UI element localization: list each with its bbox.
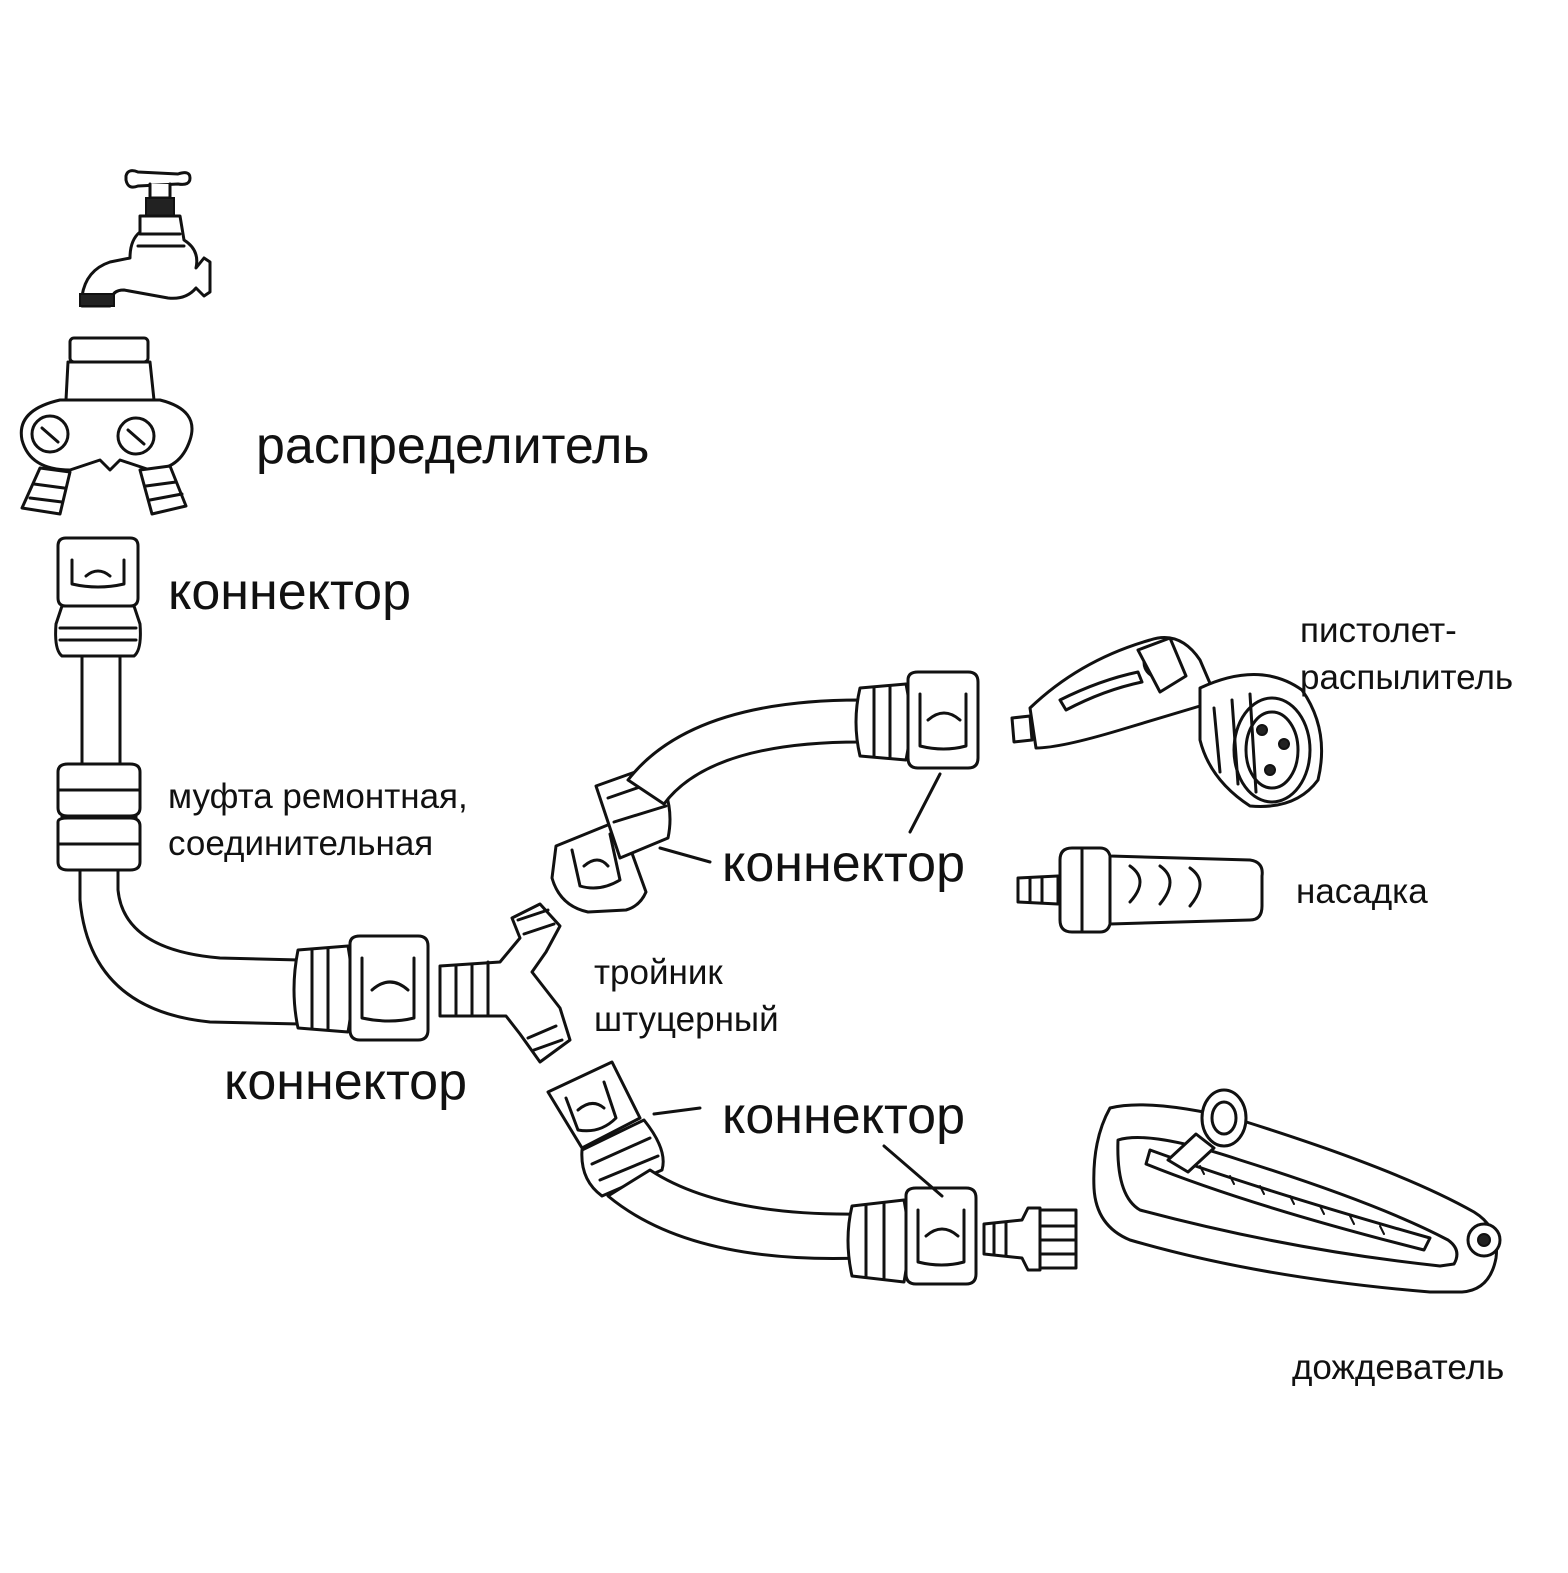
label-nozzle: насадка — [1296, 872, 1428, 911]
faucet-icon — [79, 169, 212, 308]
hose-connector-icon — [854, 670, 980, 770]
spray-gun-icon — [1010, 636, 1324, 808]
label-connector-upper-branch: коннектор — [722, 835, 966, 893]
tee-fitting-icon — [438, 902, 572, 1064]
label-connector-top: коннектор — [168, 563, 412, 621]
y-splitter-icon — [19, 336, 194, 516]
hose-segment — [78, 868, 302, 1026]
hose-connector-icon — [546, 1060, 665, 1198]
leader-line — [658, 846, 712, 864]
coupling-icon — [56, 762, 142, 872]
label-sprinkler: дождеватель — [1292, 1348, 1505, 1387]
label-distributor: распределитель — [256, 417, 650, 475]
label-spray-gun: пистолет- распылитель — [1300, 611, 1514, 697]
hose-connector-icon — [292, 934, 430, 1042]
label-tee-fitting: тройник штуцерный — [594, 953, 779, 1039]
label-connector-middle: коннектор — [224, 1053, 468, 1111]
hose-segment — [626, 698, 862, 806]
leader-line — [908, 772, 942, 834]
leader-line — [652, 1106, 702, 1116]
label-repair-coupling: муфта ремонтная, соединительная — [168, 777, 468, 863]
hose-segment — [606, 1168, 862, 1260]
hose-connector-icon — [54, 536, 142, 658]
hose-segment — [80, 654, 122, 774]
hose-adapter-icon — [982, 1206, 1078, 1272]
label-connector-lower-branch: коннектор — [722, 1087, 966, 1145]
hose-connector-icon — [846, 1186, 978, 1286]
oscillating-sprinkler-icon — [1092, 1088, 1502, 1294]
nozzle-icon — [1016, 846, 1264, 934]
leader-line — [882, 1144, 944, 1198]
